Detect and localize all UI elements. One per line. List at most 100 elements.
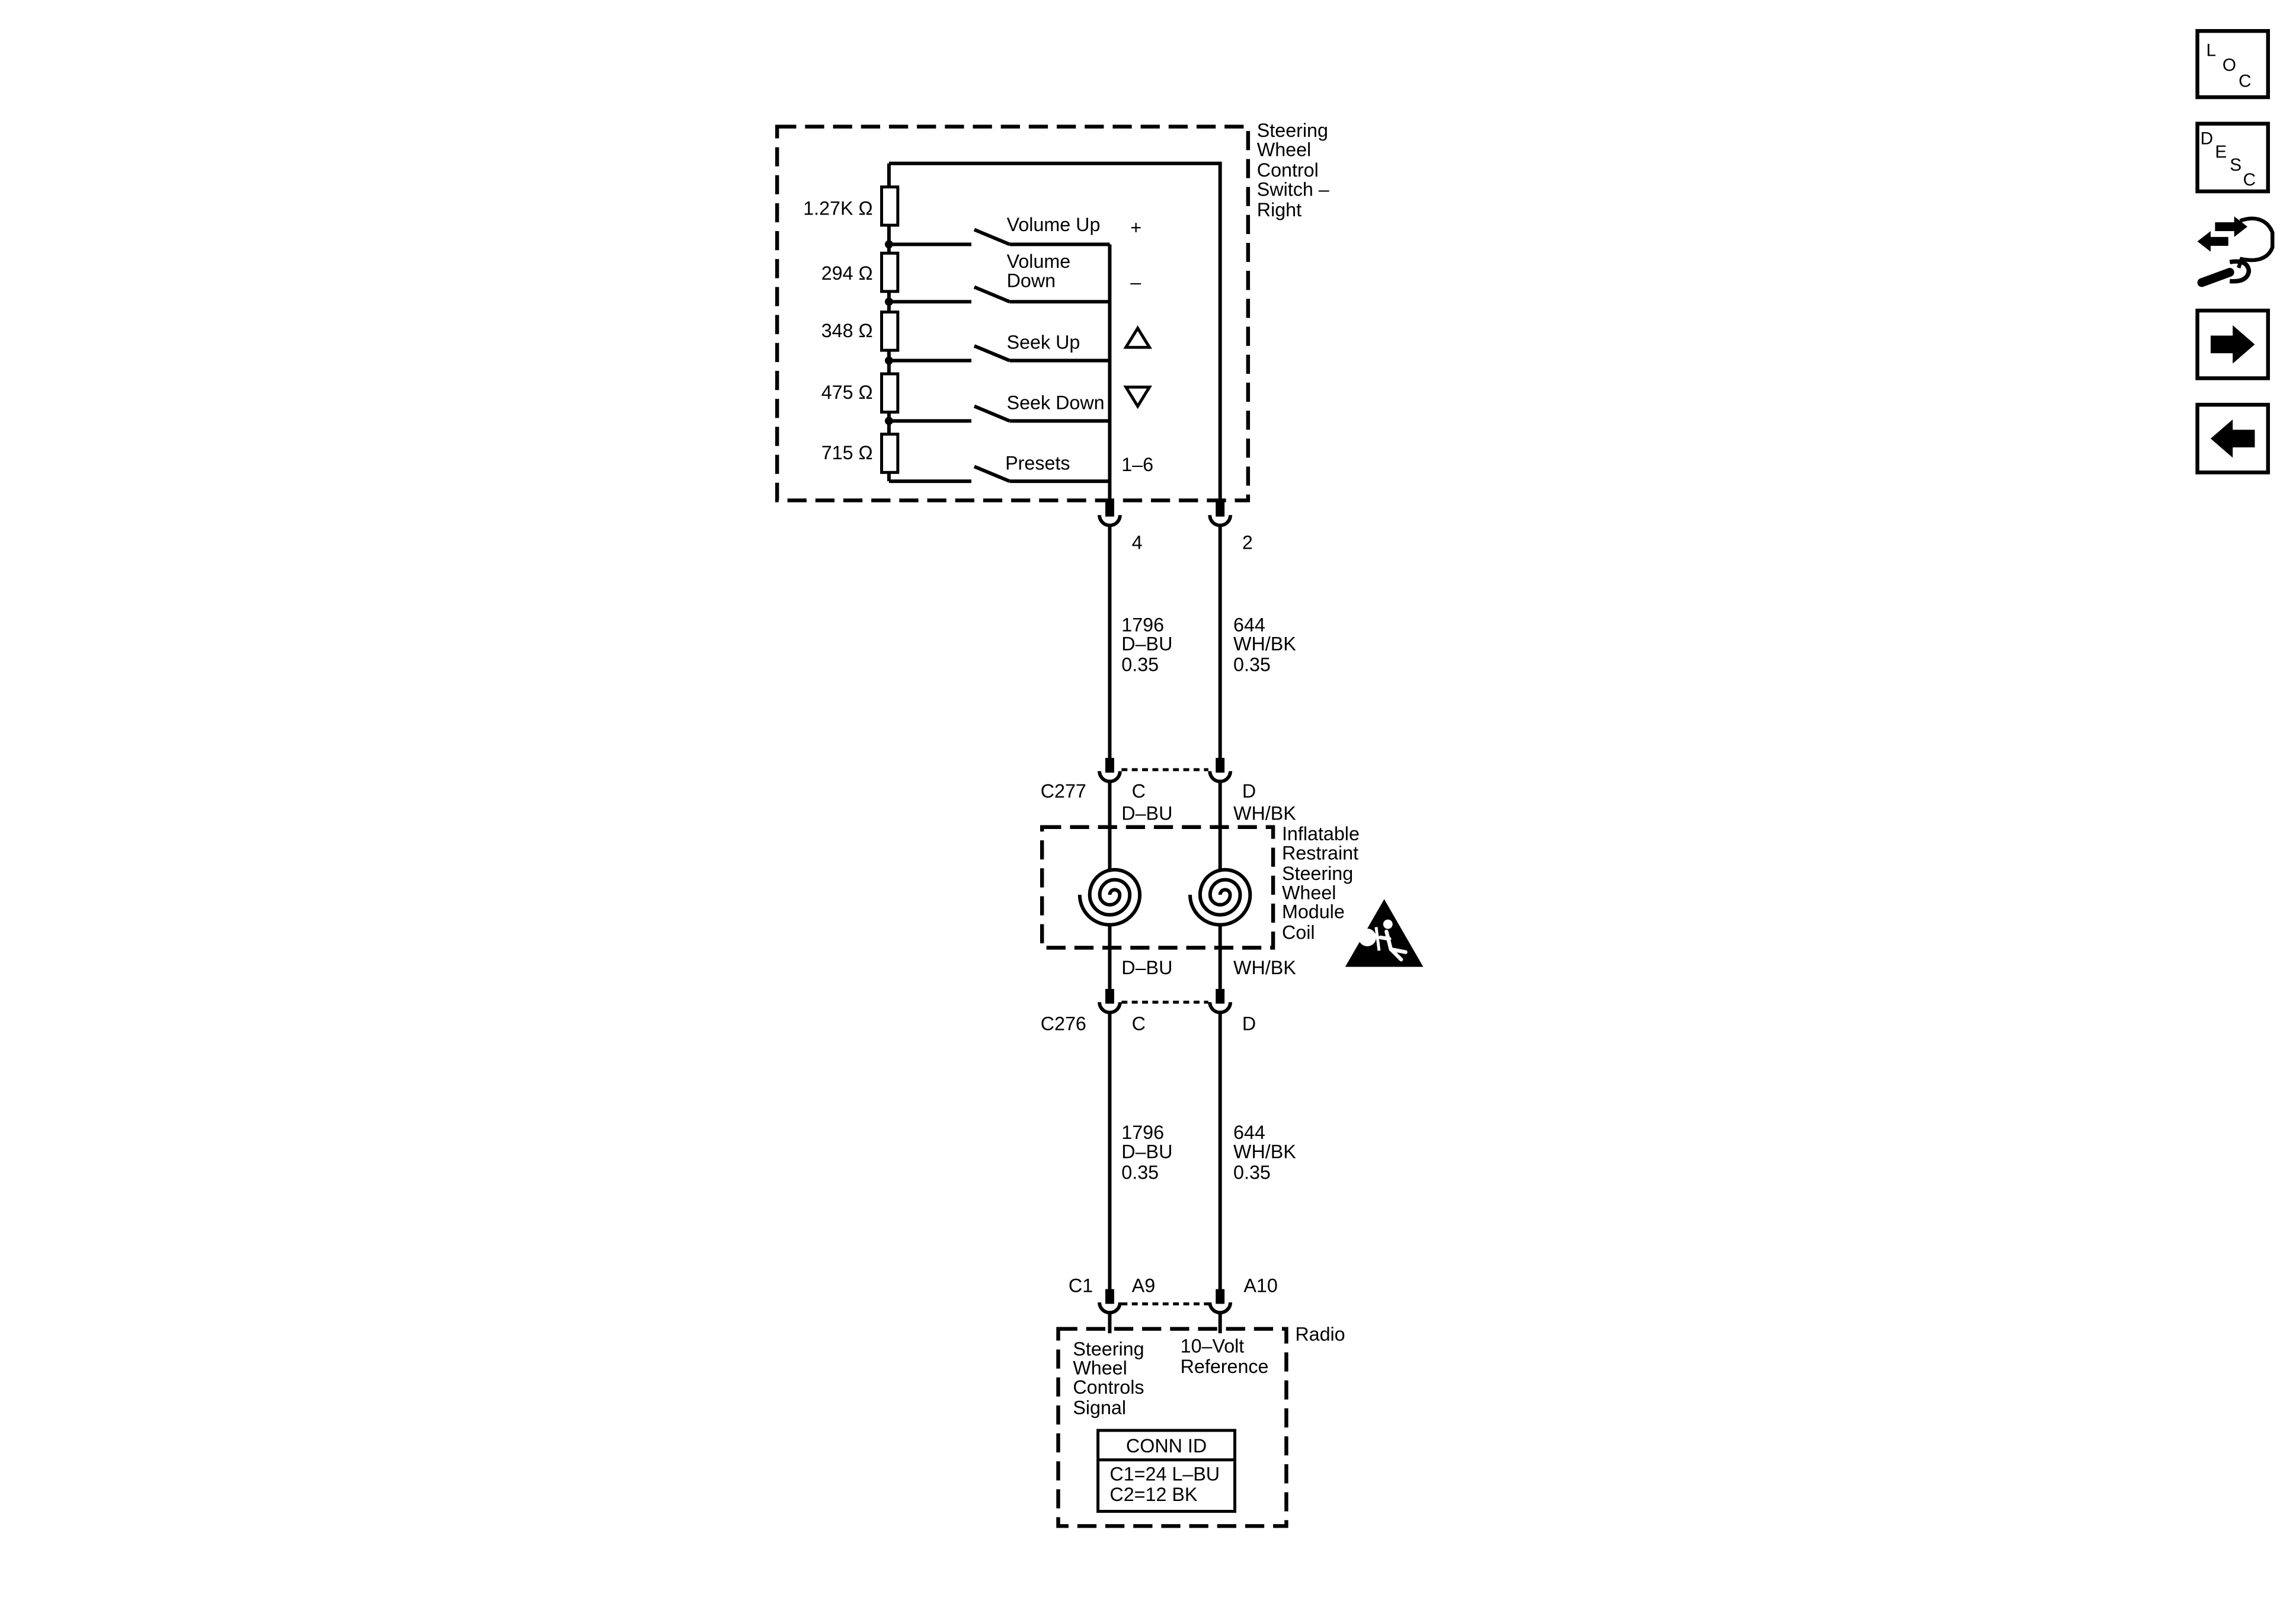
next-page-button[interactable]	[2195, 308, 2271, 380]
switch-label: Seek Down	[1007, 392, 1105, 413]
pin-2-terminal	[1216, 501, 1225, 517]
conn-id-table: CONN ID C1=24 L–BU C2=12 BK	[1096, 1429, 1236, 1513]
coil-spiral-right	[1188, 868, 1252, 927]
switch-blade-seek-up	[973, 344, 1011, 363]
wire-color: D–BU	[1121, 1141, 1172, 1163]
switch-connector: 4 2	[1098, 501, 1253, 553]
connector-wrench-icon[interactable]	[2193, 212, 2279, 295]
c277-pin-d-receptacle	[1208, 771, 1233, 783]
resistor-2	[880, 251, 900, 293]
pin-2-label: 2	[1242, 532, 1253, 553]
circuit-number: 644	[1233, 614, 1265, 635]
circuit-number: 644	[1233, 1122, 1265, 1143]
upper-wire-labels: 1796 D–BU 0.35 644 WH/BK 0.35	[1121, 614, 1296, 675]
switch-label: Presets	[1005, 452, 1070, 473]
lower-wire-labels: 1796 D–BU 0.35 644 WH/BK 0.35	[1121, 1122, 1296, 1183]
pin-label: C	[1132, 1013, 1146, 1034]
desc-button[interactable]: D E S C	[2195, 121, 2271, 194]
radio-boundary	[1056, 1327, 1288, 1528]
arrow-left-icon	[2210, 419, 2255, 458]
desc-button-frame[interactable]	[2195, 121, 2271, 194]
component-name-line: Right	[1257, 199, 1302, 220]
loc-button[interactable]: L O C	[2195, 29, 2271, 100]
switch-marker-plus: +	[1130, 217, 1141, 238]
wire-gauge: 0.35	[1233, 654, 1271, 676]
switch-blade-volume-down	[973, 285, 1011, 303]
loc-letter: C	[2239, 72, 2252, 91]
arrow-right-icon	[2210, 325, 2255, 364]
switch-label: Down	[1007, 270, 1056, 291]
pin-label: D	[1242, 780, 1256, 802]
loc-letter: O	[2223, 55, 2236, 75]
wrench-handle-part	[2197, 268, 2234, 287]
inflatable-restraint-coil: Inflatable Restraint Steering Wheel Modu…	[1040, 823, 1360, 978]
component-name-line: Control	[1257, 159, 1319, 181]
switch-marker-minus: –	[1130, 271, 1141, 293]
connector-name: C276	[1041, 1013, 1086, 1034]
airbag-warning-head	[1383, 919, 1393, 929]
switch-blade-seek-down	[973, 404, 1011, 423]
coil-boundary	[1040, 825, 1275, 950]
c277-pin-d-terminal	[1216, 758, 1225, 773]
circuit-number: 1796	[1121, 1122, 1164, 1143]
steering-wheel-control-switch-right: Steering Wheel Control Switch – Right 1.…	[775, 120, 1329, 502]
loc-button-frame[interactable]	[2195, 29, 2271, 100]
arrow-right-part	[2215, 216, 2248, 237]
triangle-up-icon	[1123, 325, 1152, 349]
switch-assembly-boundary	[775, 124, 1251, 502]
c277-pin-c-receptacle	[1098, 771, 1122, 783]
component-name-line: Module	[1282, 901, 1345, 923]
pin-label: D	[1242, 1013, 1256, 1034]
radio: Radio Steering Wheel Controls Signal 10–…	[1056, 1323, 1345, 1528]
resistor-value: 294 Ω	[821, 263, 873, 284]
component-name-line: Wheel	[1282, 882, 1336, 903]
conn-id-frame	[1096, 1429, 1236, 1513]
junction-dot	[884, 297, 893, 306]
resistor-value: 715 Ω	[821, 442, 873, 463]
next-page-button-frame[interactable]	[2195, 308, 2271, 380]
component-name-line: Restraint	[1282, 842, 1358, 863]
c276-pin-c-receptacle	[1098, 1002, 1122, 1014]
junction-dot	[884, 240, 893, 249]
terminal-function-line: Wheel	[1073, 1358, 1127, 1379]
desc-letter: C	[2243, 170, 2256, 190]
resistor-1	[880, 185, 900, 227]
resistor-4	[880, 372, 900, 414]
terminal-function-line: Steering	[1073, 1338, 1144, 1359]
component-name-line: Switch –	[1257, 178, 1329, 200]
terminal-function-line: Reference	[1181, 1356, 1269, 1377]
terminal-function-line: Signal	[1073, 1397, 1126, 1419]
conn-id-row: C1=24 L–BU	[1109, 1463, 1220, 1484]
switch-marker-presets: 1–6	[1121, 454, 1153, 475]
triangle-down-icon	[1123, 385, 1152, 409]
wrench-jaw-part	[2229, 259, 2252, 284]
c1-pin-a9-receptacle	[1098, 1302, 1122, 1315]
desc-letter: E	[2215, 142, 2227, 162]
component-name: Radio	[1295, 1323, 1345, 1345]
wire-gauge: 0.35	[1233, 1161, 1271, 1183]
c1-pin-a9-terminal	[1105, 1289, 1114, 1304]
connector-c276: C276 C D	[1041, 988, 1256, 1034]
switch-label: Volume Up	[1007, 214, 1101, 235]
wire-color: D–BU	[1121, 633, 1172, 655]
junction-dot	[884, 356, 893, 365]
c277-pin-c-terminal	[1105, 758, 1114, 773]
wire-color: WH/BK	[1233, 633, 1296, 655]
conn-id-row: C2=12 BK	[1109, 1484, 1197, 1505]
c1-pin-a10-receptacle	[1208, 1302, 1233, 1315]
resistor-value: 475 Ω	[821, 382, 873, 403]
desc-letter: S	[2230, 155, 2241, 175]
previous-page-button[interactable]	[2195, 402, 2271, 475]
arrow-left-part	[2197, 231, 2228, 252]
airbag-warning-bag	[1358, 929, 1376, 946]
connector-c1: C1 A9 A10	[1069, 1275, 1278, 1315]
wire-color: D–BU	[1121, 957, 1172, 978]
wire-gauge: 0.35	[1121, 1161, 1159, 1183]
pin-4-terminal	[1105, 501, 1114, 517]
pin-label: A10	[1243, 1275, 1277, 1296]
component-name-line: Wheel	[1257, 139, 1311, 160]
resistor-3	[880, 311, 900, 352]
c276-pin-d-receptacle	[1208, 1002, 1233, 1014]
switch-blade-presets	[973, 465, 1011, 483]
